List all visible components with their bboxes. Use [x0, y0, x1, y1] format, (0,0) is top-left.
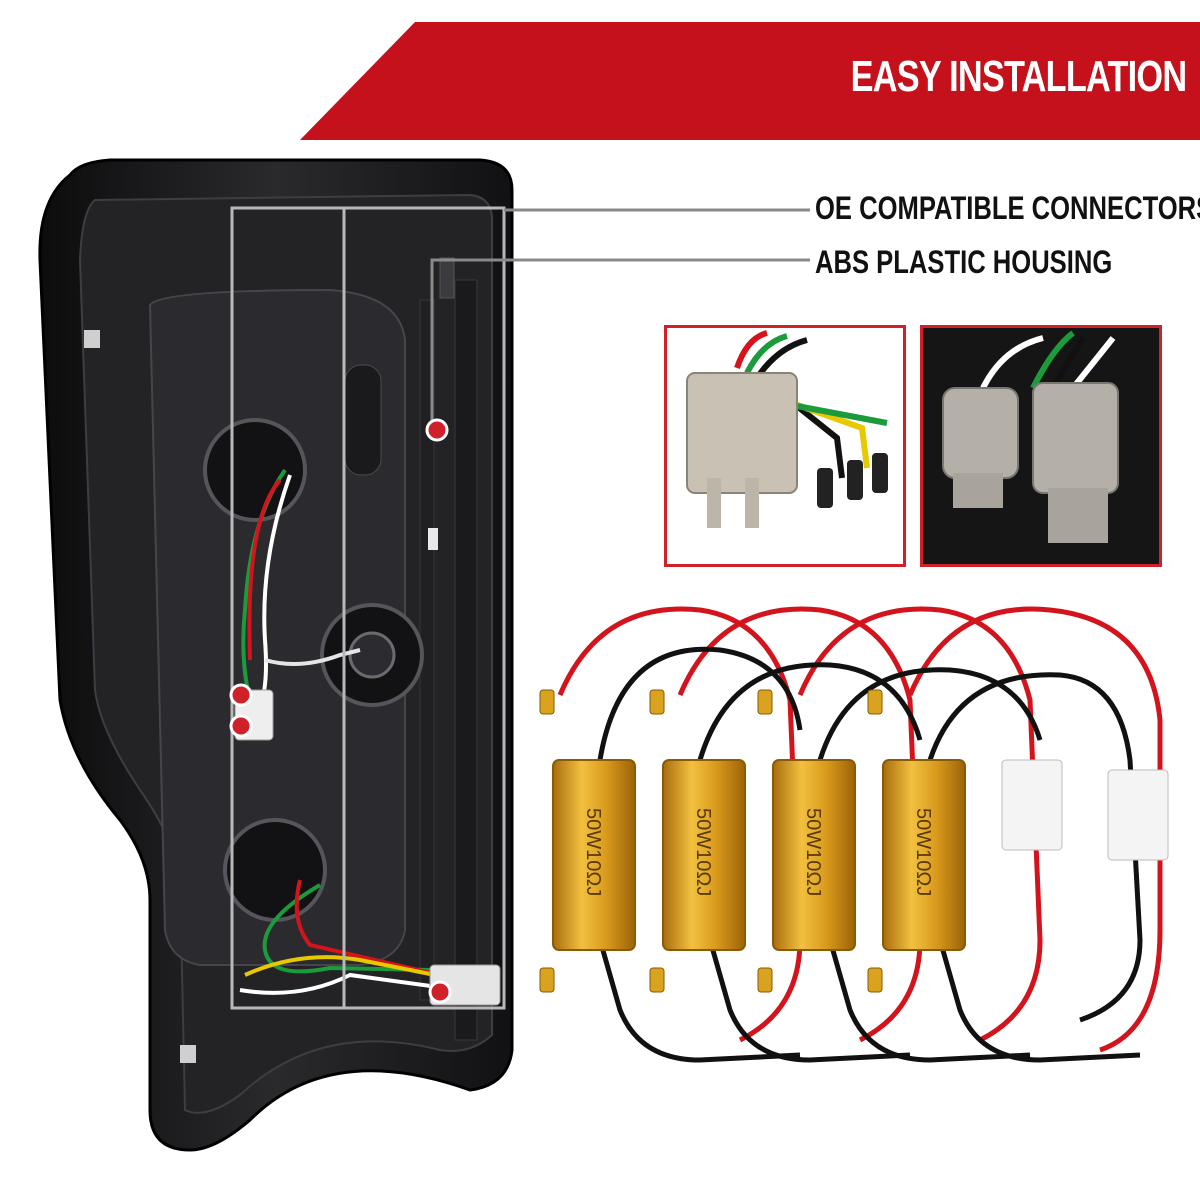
resistor-marking: 50W10ΩJ — [802, 808, 824, 896]
callout-dots — [229, 418, 452, 1004]
callout-dot — [428, 980, 452, 1004]
resistor-body — [882, 759, 966, 951]
banner-title: EASY INSTALLATION — [850, 52, 1186, 101]
resistor-body — [552, 759, 636, 951]
callout-abs-housing: ABS PLASTIC HOUSING — [815, 244, 1113, 280]
resistor-marking: 50W10ΩJ — [582, 808, 604, 896]
housing-wiring — [239, 468, 461, 995]
callout-dot — [425, 418, 449, 442]
resistor-marking: 50W10ΩJ — [692, 808, 714, 896]
resistor-body — [662, 759, 746, 951]
callout-oe-connectors: OE COMPATIBLE CONNECTORS — [815, 190, 1200, 226]
resistor-body — [772, 759, 856, 951]
callout-leader-lines — [430, 208, 810, 430]
callout-dot — [229, 714, 253, 738]
connector-inset-photo-dark — [920, 325, 1162, 567]
resistor-marking: 50W10ΩJ — [912, 808, 934, 896]
callout-dot — [229, 683, 253, 707]
connector-inset-photo — [664, 325, 906, 567]
load-resistor-set: 50W10ΩJ 50W10ΩJ 50W10ΩJ 50W10ΩJ — [539, 606, 1169, 1063]
tail-light-housing — [38, 158, 514, 1152]
header-banner — [300, 22, 1200, 140]
callout-frames — [230, 206, 506, 1010]
